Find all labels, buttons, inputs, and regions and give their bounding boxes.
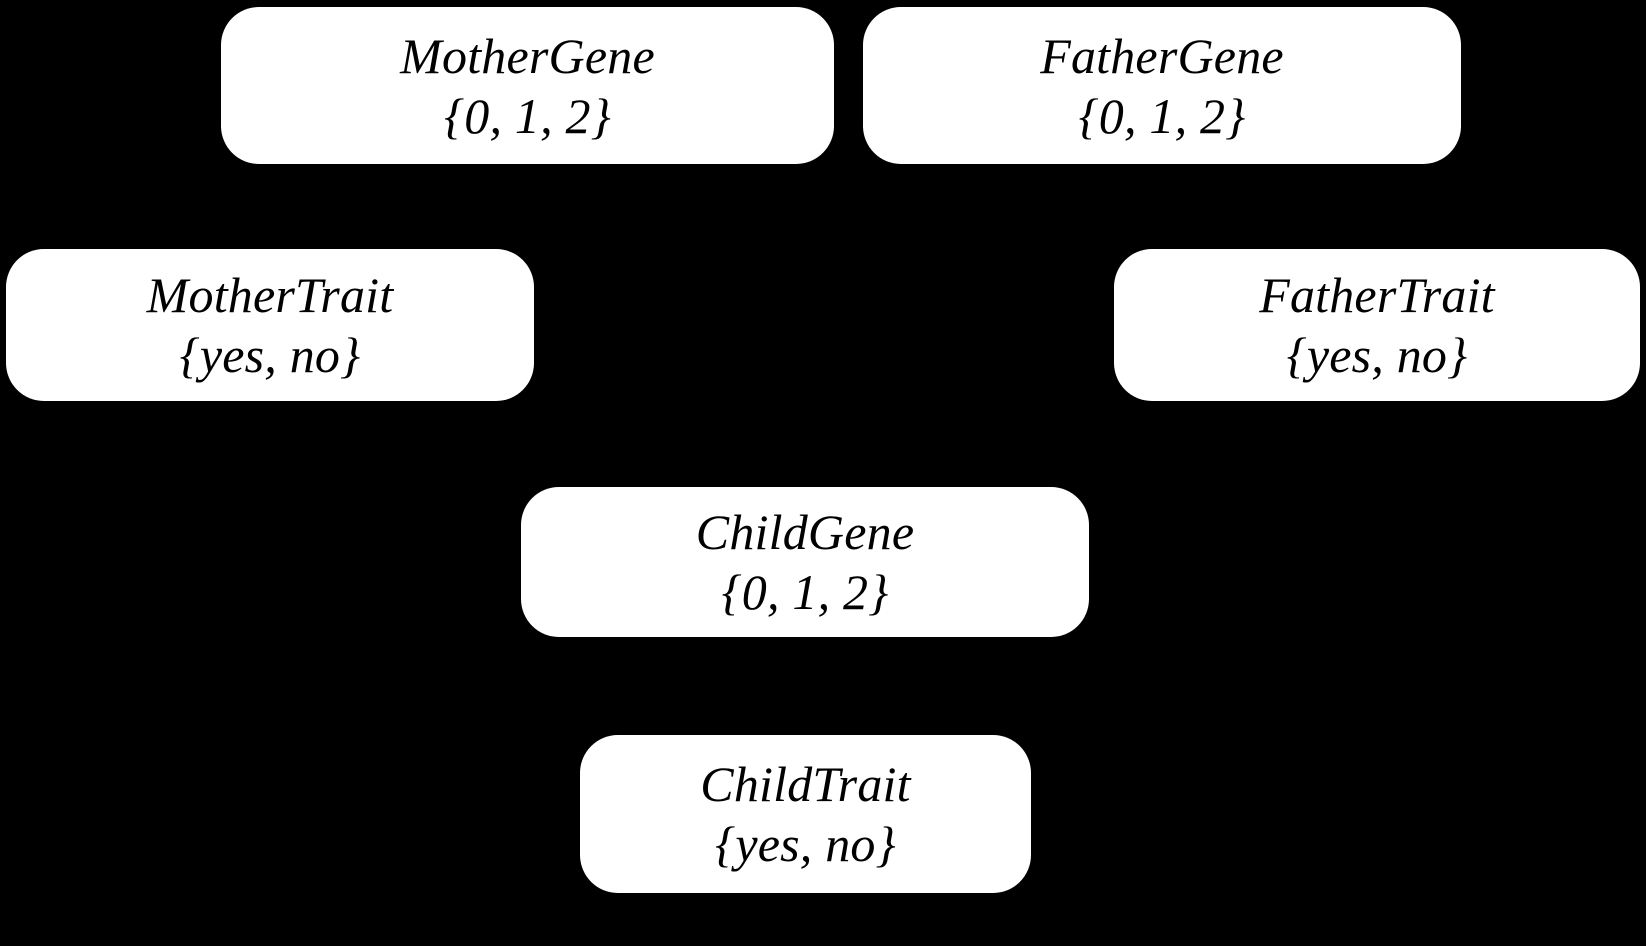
node-child-gene-label: ChildGene <box>695 504 915 560</box>
node-mother-trait-label: MotherTrait <box>146 267 394 323</box>
node-mother-gene-domain: {0, 1, 2} <box>444 87 611 144</box>
node-father-gene-domain: {0, 1, 2} <box>1078 87 1246 144</box>
node-child-gene-domain: {0, 1, 2} <box>721 564 889 620</box>
node-father-gene[interactable]: FatherGene {0, 1, 2} <box>863 7 1461 164</box>
node-child-trait-domain: {yes, no} <box>715 816 896 872</box>
node-child-trait[interactable]: ChildTrait {yes, no} <box>580 735 1031 893</box>
node-mother-gene[interactable]: MotherGene {0, 1, 2} <box>221 7 834 164</box>
node-father-trait[interactable]: FatherTrait {yes, no} <box>1114 249 1640 401</box>
node-child-trait-label: ChildTrait <box>700 756 911 812</box>
node-father-gene-label: FatherGene <box>1040 27 1284 84</box>
node-child-gene[interactable]: ChildGene {0, 1, 2} <box>521 487 1089 637</box>
node-father-trait-label: FatherTrait <box>1259 267 1495 323</box>
node-father-trait-domain: {yes, no} <box>1286 327 1468 383</box>
node-mother-trait[interactable]: MotherTrait {yes, no} <box>6 249 534 401</box>
node-mother-gene-label: MotherGene <box>400 27 655 84</box>
node-mother-trait-domain: {yes, no} <box>179 327 361 383</box>
